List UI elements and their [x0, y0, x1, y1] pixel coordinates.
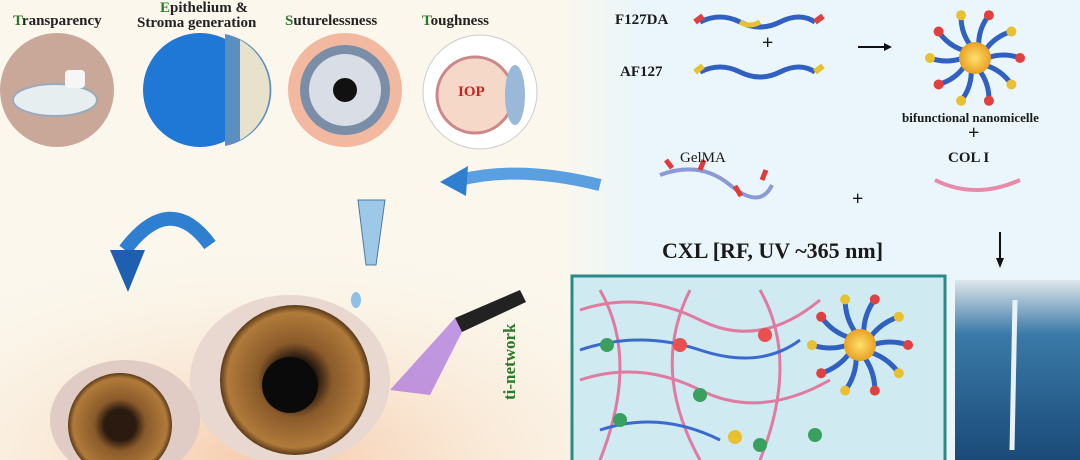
f127da-chain	[693, 13, 825, 30]
uv-flashlight-icon	[390, 290, 526, 395]
hydrogel-network-box	[570, 274, 947, 460]
micelle-end-group	[925, 53, 935, 63]
gel-strand	[1009, 299, 1018, 451]
transparency-image	[0, 33, 114, 147]
gel-photo	[955, 280, 1080, 460]
micelle-end-group	[1015, 53, 1025, 63]
micelle-end-group	[869, 294, 880, 305]
micelle-end-group	[893, 311, 904, 322]
return-arrowhead	[440, 166, 468, 196]
plus-1: +	[762, 32, 774, 54]
network-label: ti-network	[500, 323, 519, 400]
curved-arrow	[119, 211, 216, 255]
epithelium-stroma-image	[143, 33, 272, 147]
micelle-end-group	[840, 385, 851, 396]
label-toughness: Toughness	[422, 13, 489, 29]
micelle-end-group	[816, 311, 827, 322]
cxl-label: CXL [RF, UV ~365 nm]	[662, 238, 884, 263]
af127-label: AF127	[620, 64, 663, 80]
nanomicelle	[925, 10, 1025, 106]
label-transparency: Transparency	[13, 13, 102, 29]
toughness-eye-image	[422, 34, 538, 150]
af127-chain	[693, 63, 825, 80]
col-chain	[934, 178, 1021, 192]
iop-label: IOP	[458, 84, 485, 100]
return-arrow	[458, 167, 602, 191]
gelma-label: GelMA	[680, 150, 726, 166]
col-label: COL I	[948, 150, 990, 166]
micelle-end-group	[956, 10, 967, 21]
micelle-end-group	[1006, 79, 1017, 90]
plus-2: +	[968, 122, 980, 144]
micelle-end-group	[840, 294, 851, 305]
micelle-end-group	[869, 385, 880, 396]
micelle-core	[959, 42, 991, 74]
eye-image	[50, 295, 390, 460]
f127da-label: F127DA	[615, 12, 669, 28]
curved-arrowhead	[110, 250, 145, 292]
micelle-end-group	[1006, 26, 1017, 37]
micelle-end-group	[893, 368, 904, 379]
dropper-icon	[351, 199, 386, 308]
micelle-end-group	[933, 26, 944, 37]
micelle-end-group	[983, 10, 994, 21]
label-suturelessness: Suturelessness	[285, 13, 378, 29]
plus-3: +	[852, 188, 864, 210]
nanomicelle-label: bifunctional nanomicelle	[902, 110, 1039, 125]
label-epithelium: Epithelium &	[160, 0, 248, 16]
micelle-end-group	[983, 95, 994, 106]
micelle-core	[844, 329, 876, 361]
micelle-end-group	[956, 95, 967, 106]
micelle-end-group	[807, 340, 817, 350]
micelle-end-group	[903, 340, 913, 350]
gelma-chain	[659, 158, 774, 200]
suturelessness-image	[288, 33, 402, 147]
label-stroma: Stroma generation	[137, 15, 257, 31]
micelle-end-group	[816, 368, 827, 379]
micelle-end-group	[933, 79, 944, 90]
